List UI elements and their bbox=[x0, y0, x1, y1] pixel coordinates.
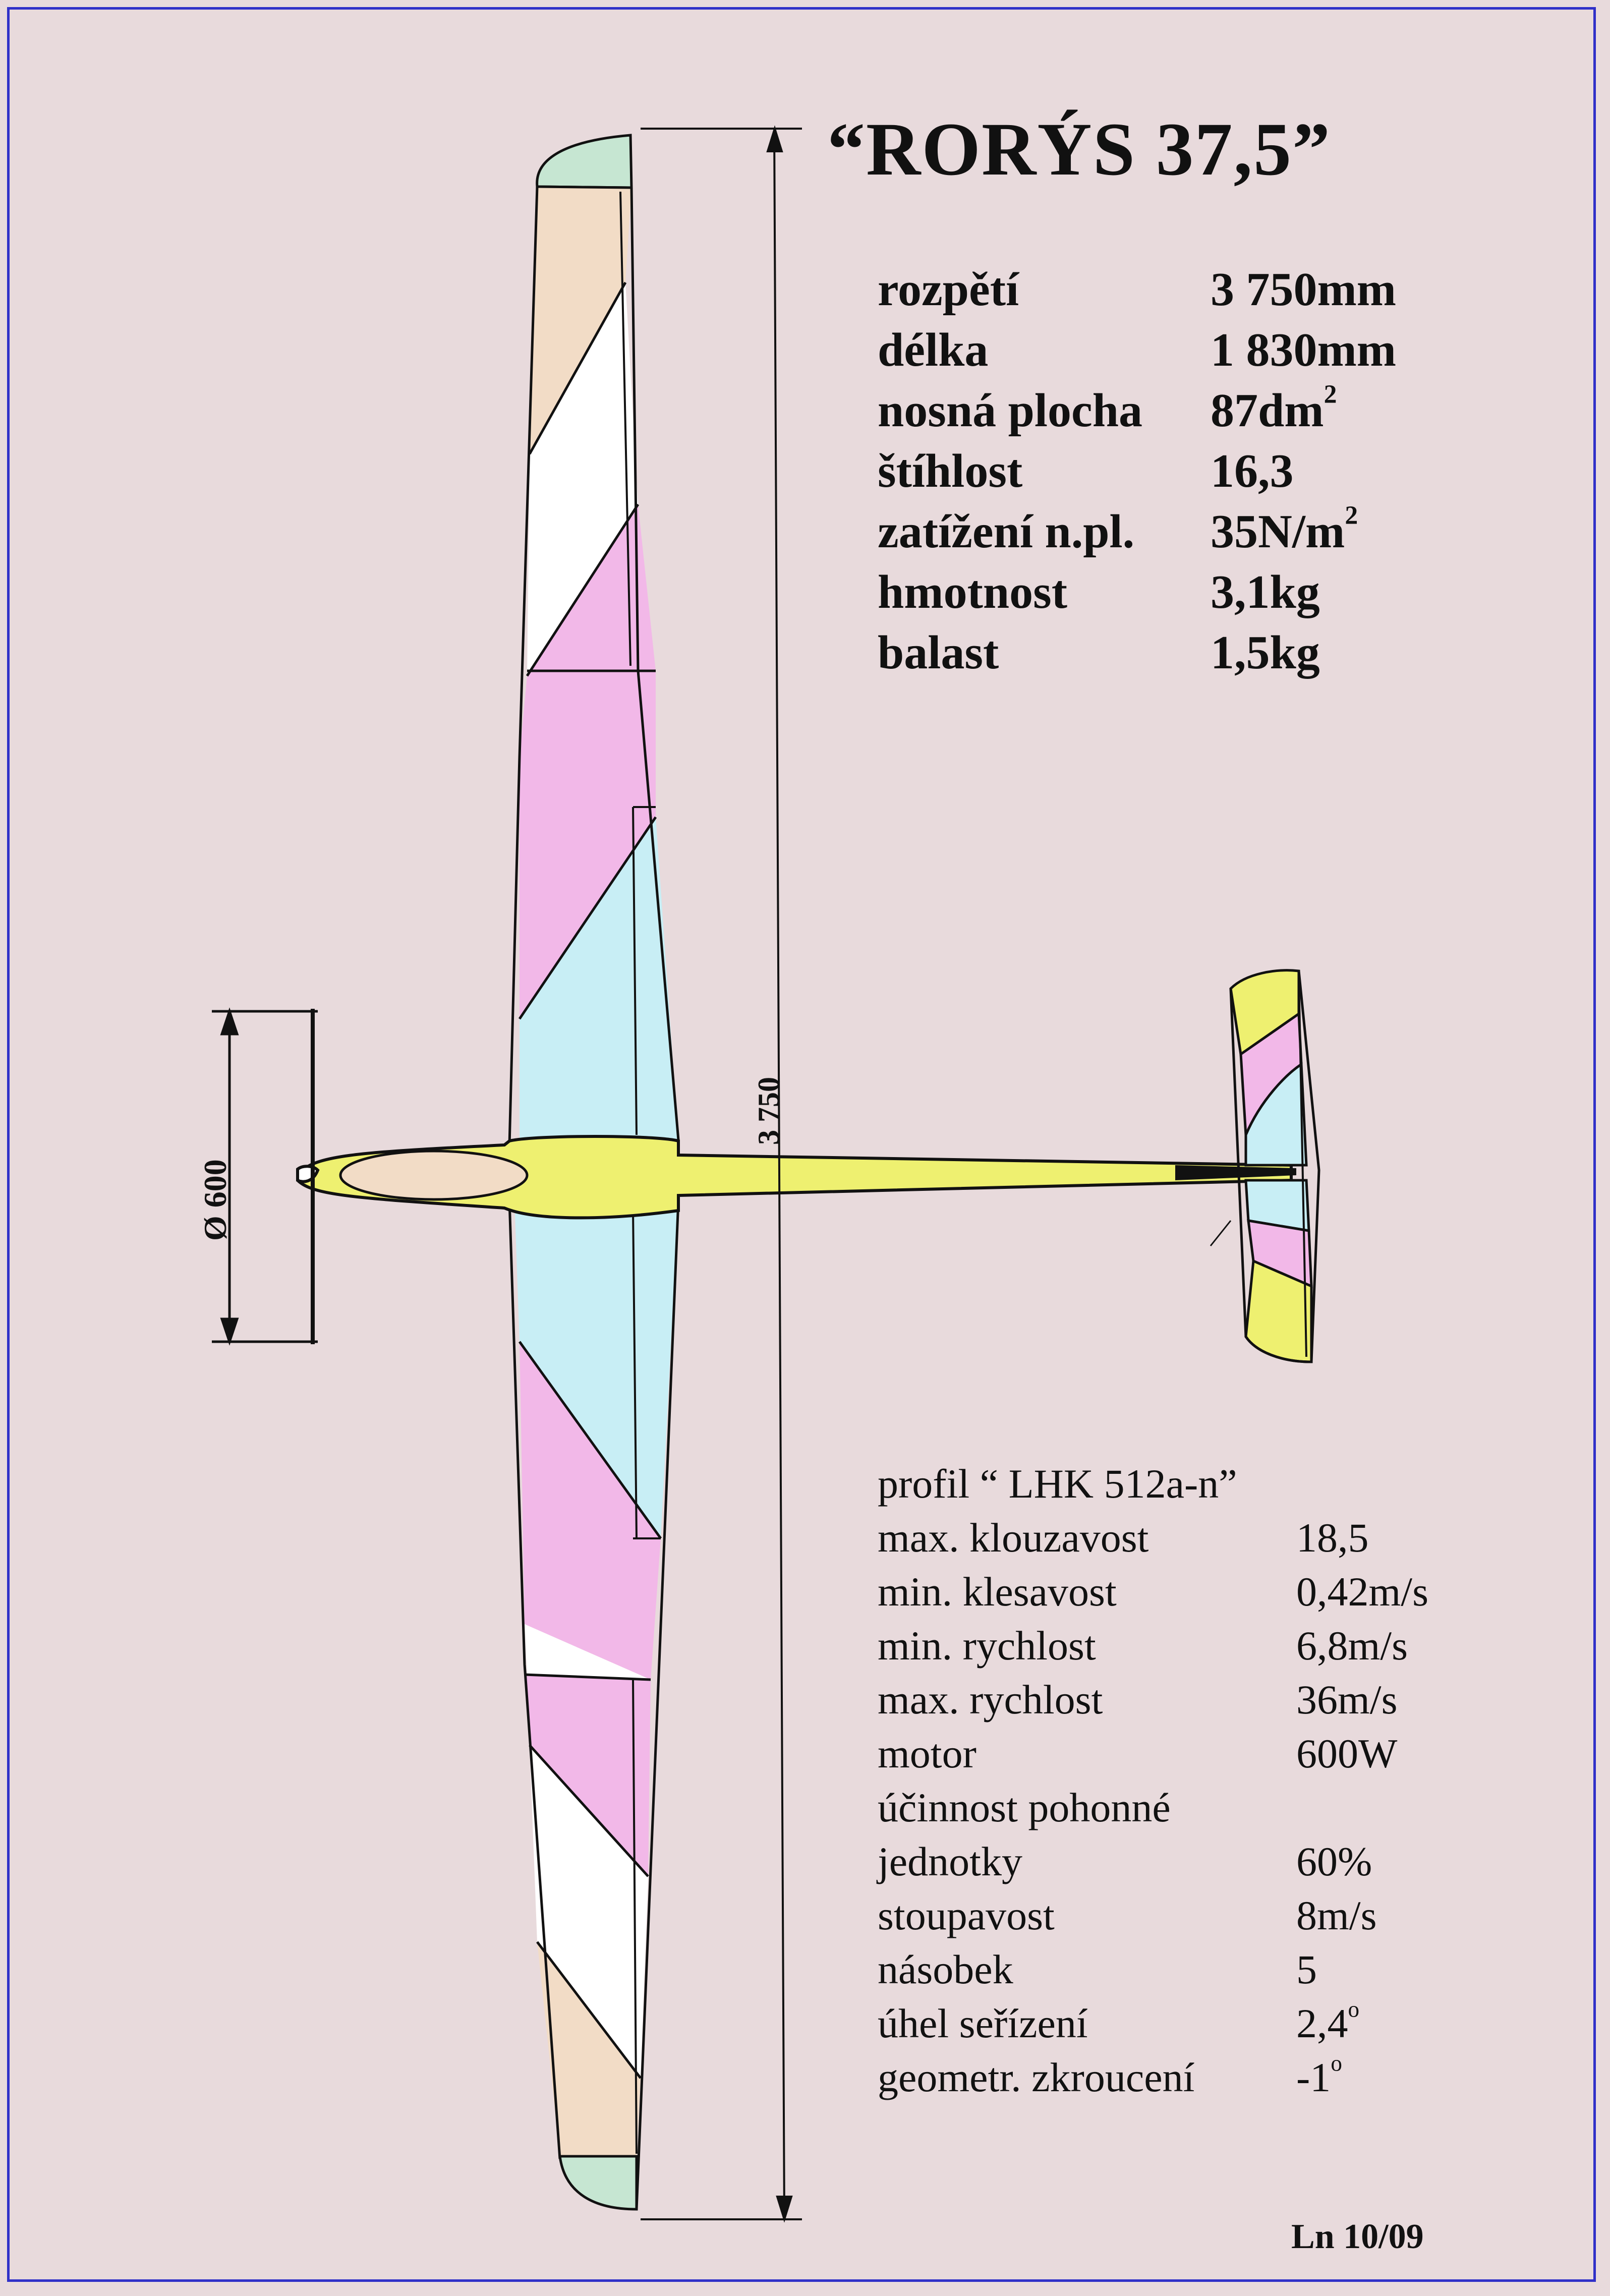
lower-wing-tip bbox=[558, 2155, 638, 2211]
upper-wing-pink-panel-1 bbox=[520, 504, 656, 1019]
performance-row: geometr. zkroucení -1o bbox=[878, 2050, 1483, 2104]
signature: Ln 10/09 bbox=[1291, 2217, 1424, 2256]
performance-row: motor 600W bbox=[878, 1730, 1483, 1781]
spec-row: zatížení n.pl. 35N/m2 bbox=[878, 501, 1432, 560]
performance-row: násobek 5 bbox=[878, 1946, 1483, 1996]
performance-label: násobek bbox=[878, 1946, 1013, 1992]
glider-title: “RORÝS 37,5” bbox=[827, 107, 1332, 191]
spec-label: balast bbox=[878, 626, 999, 679]
spec-value: 1 830mm bbox=[1211, 324, 1397, 376]
performance-value: 5 bbox=[1296, 1946, 1317, 1992]
span-dimension-label: 3 750 bbox=[752, 1077, 785, 1145]
performance-label: motor bbox=[878, 1731, 976, 1776]
propeller-dimension-label: Ø 600 bbox=[197, 1159, 233, 1241]
performance-label: stoupavost bbox=[878, 1892, 1055, 1938]
performance-row: min. rychlost 6,8m/s bbox=[878, 1622, 1483, 1673]
upper-wing-cyan-panel bbox=[520, 817, 678, 1140]
spec-superscript: 2 bbox=[1345, 501, 1358, 530]
lower-wing-outline bbox=[508, 1200, 680, 2210]
spec-row: rozpětí 3 750mm bbox=[878, 262, 1432, 318]
spec-value: 1,5kg bbox=[1211, 626, 1320, 679]
spec-label: hmotnost bbox=[878, 566, 1068, 618]
performance-value: 2,4o bbox=[1296, 1996, 1360, 2046]
lower-wing bbox=[508, 1200, 680, 2211]
upper-wing-peach-panel bbox=[530, 187, 631, 454]
lower-wing-white-panel-2 bbox=[530, 1745, 648, 2078]
performance-label: min. rychlost bbox=[878, 1623, 1096, 1669]
spec-superscript: 2 bbox=[1324, 380, 1337, 409]
tail-outline bbox=[1229, 970, 1320, 1363]
performance-superscript: o bbox=[1331, 2050, 1342, 2076]
performance-row: účinnost pohonné bbox=[878, 1784, 1483, 1834]
spec-row: hmotnost 3,1kg bbox=[878, 565, 1432, 620]
performance-row: min. klesavost 0,42m/s bbox=[878, 1568, 1483, 1619]
page-border bbox=[7, 7, 1596, 2282]
performance-row: jednotky 60% bbox=[878, 1838, 1483, 1888]
lower-wing-peach-panel bbox=[537, 1942, 641, 2156]
performance-row: max. rychlost 36m/s bbox=[878, 1676, 1483, 1727]
performance-label: geometr. zkroucení bbox=[878, 2054, 1195, 2100]
spec-row: délka 1 830mm bbox=[878, 323, 1432, 378]
lower-wing-pink-panel-2 bbox=[525, 1675, 651, 1876]
spec-label: zatížení n.pl. bbox=[878, 505, 1135, 558]
span-dimension bbox=[641, 125, 802, 2223]
performance-row: profil “ LHK 512a-n” bbox=[878, 1460, 1483, 1511]
performance-label: min. klesavost bbox=[878, 1569, 1117, 1615]
performance-value: 6,8m/s bbox=[1296, 1623, 1408, 1669]
spec-label: rozpětí bbox=[878, 263, 1019, 316]
spec-value: 16,3 bbox=[1211, 445, 1294, 497]
tail-boom bbox=[1175, 1165, 1296, 1180]
spec-value: 3,1kg bbox=[1211, 566, 1320, 618]
performance-label: max. rychlost bbox=[878, 1677, 1103, 1723]
performance-row: úhel seřízení 2,4o bbox=[878, 1996, 1483, 2050]
upper-wing-tip bbox=[536, 134, 633, 189]
fuselage bbox=[296, 1135, 1296, 1220]
spec-row: štíhlost 16,3 bbox=[878, 444, 1432, 499]
performance-label: jednotky bbox=[878, 1839, 1022, 1884]
canopy bbox=[339, 1150, 529, 1201]
performance-label: úhel seřízení bbox=[878, 2000, 1088, 2046]
propeller-dimension bbox=[212, 1007, 318, 1346]
upper-wing bbox=[508, 134, 680, 1145]
spec-value: 87dm2 bbox=[1211, 380, 1337, 437]
spec-row: balast 1,5kg bbox=[878, 625, 1432, 681]
performance-value: 600W bbox=[1296, 1731, 1398, 1776]
performance-value: 0,42m/s bbox=[1296, 1569, 1428, 1615]
spec-value: 3 750mm bbox=[1211, 263, 1397, 316]
performance-value: 36m/s bbox=[1296, 1677, 1398, 1723]
performance-value: 18,5 bbox=[1296, 1515, 1369, 1561]
upper-wing-white-panel bbox=[527, 282, 638, 676]
performance-label: profil “ LHK 512a-n” bbox=[878, 1461, 1237, 1507]
performance-row: stoupavost 8m/s bbox=[878, 1892, 1483, 1942]
spec-value: 35N/m2 bbox=[1211, 501, 1358, 558]
performance-label: účinnost pohonné bbox=[878, 1785, 1171, 1830]
performance-value: 60% bbox=[1296, 1839, 1372, 1884]
lower-wing-pink-panel-1 bbox=[520, 1342, 661, 1680]
spec-label: štíhlost bbox=[878, 445, 1023, 497]
performance-superscript: o bbox=[1348, 1996, 1360, 2022]
performance-value: -1o bbox=[1296, 2050, 1342, 2100]
spec-label: nosná plocha bbox=[878, 384, 1143, 437]
spec-label: délka bbox=[878, 324, 989, 376]
horizontal-tail bbox=[1210, 969, 1320, 1363]
spec-row: nosná plocha 87dm2 bbox=[878, 380, 1432, 439]
performance-row: max. klouzavost 18,5 bbox=[878, 1514, 1483, 1565]
performance-value: 8m/s bbox=[1296, 1892, 1377, 1938]
lower-wing-cyan-panel bbox=[514, 1200, 678, 1538]
performance-label: max. klouzavost bbox=[878, 1515, 1149, 1561]
